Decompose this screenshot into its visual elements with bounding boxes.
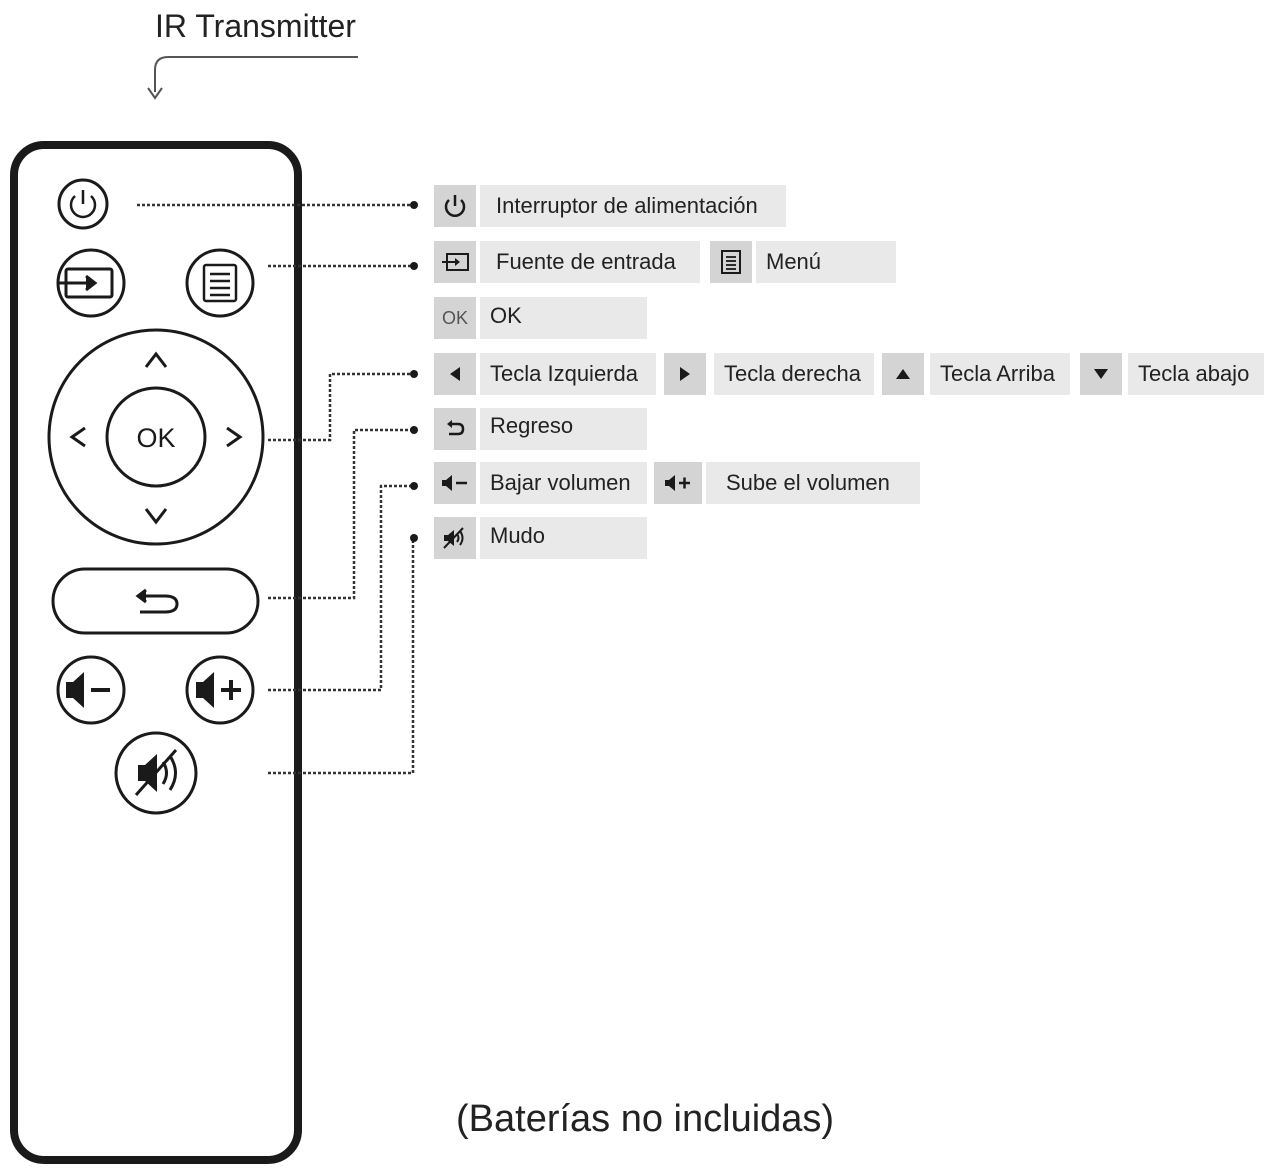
legend-power-label: Interruptor de alimentación [480, 185, 786, 227]
arrow-left-icon [450, 367, 460, 381]
volume-up-icon [665, 475, 690, 491]
volume-up-icon [196, 672, 241, 708]
legend-up-icon-box [882, 353, 924, 395]
mute-icon [443, 527, 464, 549]
legend-left-icon-box [434, 353, 476, 395]
mute-icon [134, 749, 178, 796]
legend-menu-icon-box [710, 241, 752, 283]
remote-body [10, 141, 302, 1164]
dpad-right-button[interactable] [226, 426, 243, 448]
back-button[interactable] [51, 567, 260, 635]
power-button[interactable] [57, 178, 109, 230]
legend-left-label: Tecla Izquierda [480, 353, 656, 395]
legend-source-icon-box [434, 241, 476, 283]
dpad: OK [47, 328, 265, 546]
ok-button[interactable]: OK [105, 386, 207, 488]
legend-down-icon-box [1080, 353, 1122, 395]
dpad-down-button[interactable] [144, 508, 168, 525]
legend-up-label: Tecla Arriba [930, 353, 1070, 395]
volume-down-button[interactable] [56, 655, 126, 725]
leader-dpad [268, 372, 412, 442]
legend-right-icon-box [664, 353, 706, 395]
legend-back-icon-box [434, 408, 476, 450]
legend-back-label: Regreso [480, 408, 647, 450]
battery-note: (Baterías no incluidas) [456, 1098, 835, 1140]
arrow-right-icon [226, 426, 243, 448]
legend-volup-label: Sube el volumen [706, 462, 920, 504]
legend-mute-icon-box [434, 517, 476, 559]
arrow-right-icon [680, 367, 690, 381]
leader-lines [137, 203, 415, 775]
legend-power-icon-box [434, 185, 476, 227]
legend-mute-label: Mudo [480, 517, 647, 559]
dpad-left-button[interactable] [69, 426, 86, 448]
leader-volume [268, 484, 412, 692]
legend-ok-label: OK [480, 297, 647, 339]
volume-down-icon [442, 475, 467, 491]
arrow-left-icon [69, 426, 86, 448]
legend-voldown-icon-box [434, 462, 476, 504]
arrow-up-icon [896, 369, 910, 379]
arrow-up-icon [144, 351, 168, 368]
menu-icon [202, 263, 238, 303]
volume-up-button[interactable] [185, 655, 255, 725]
leader-dots [410, 201, 418, 542]
menu-button[interactable] [185, 248, 255, 318]
back-icon [447, 420, 465, 436]
leader-mute [268, 538, 415, 775]
volume-down-icon [66, 672, 110, 708]
input-source-icon [442, 253, 469, 271]
legend-right-label: Tecla derecha [714, 353, 874, 395]
ok-button-label: OK [136, 423, 175, 453]
legend-voldown-label: Bajar volumen [480, 462, 647, 504]
ir-transmitter-title: IR Transmitter [155, 8, 356, 44]
arrow-down-icon [144, 508, 168, 525]
menu-icon [721, 250, 741, 274]
arrow-down-icon [1094, 369, 1108, 379]
ir-arrow [147, 56, 358, 100]
ok-icon: OK [434, 297, 476, 339]
dpad-up-button[interactable] [144, 351, 168, 368]
legend-volup-icon-box [654, 462, 702, 504]
back-icon [135, 588, 179, 614]
power-icon [444, 195, 466, 217]
input-source-button[interactable] [56, 248, 126, 318]
legend-source-label: Fuente de entrada [480, 241, 700, 283]
input-source-icon [58, 267, 114, 299]
leader-back [268, 428, 412, 600]
power-icon [69, 190, 97, 219]
legend-menu-label: Menú [756, 241, 896, 283]
legend-down-label: Tecla abajo [1128, 353, 1264, 395]
mute-button[interactable] [114, 731, 198, 815]
